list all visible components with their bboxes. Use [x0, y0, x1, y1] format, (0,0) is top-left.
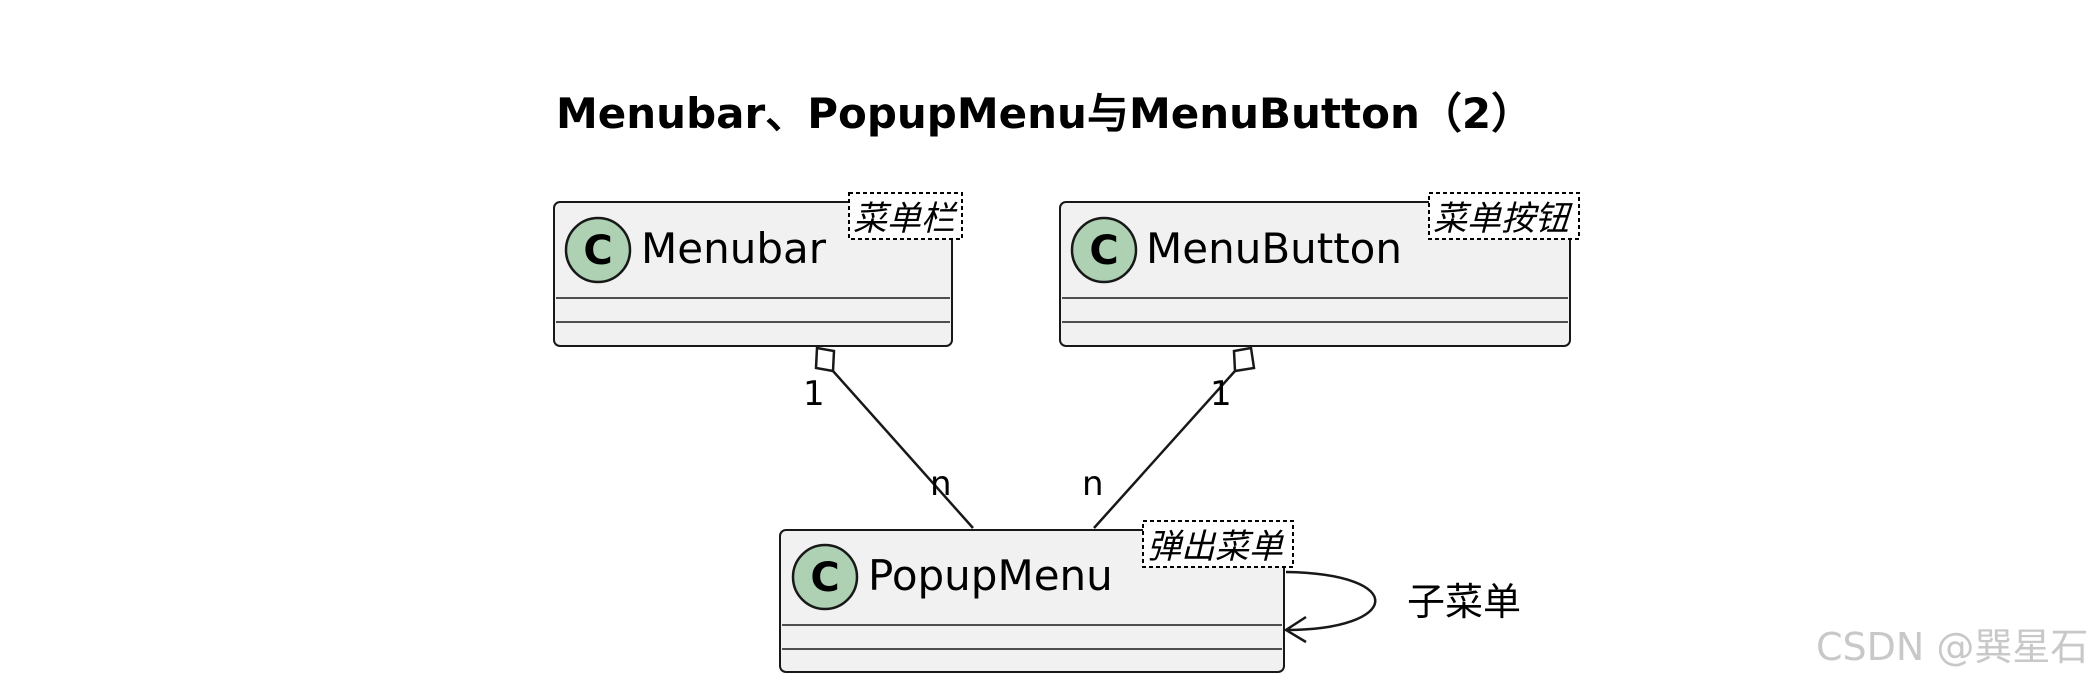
- class-menubutton-stereotype: 菜单按钮: [1433, 199, 1573, 239]
- watermark: CSDN @巽星石: [1816, 625, 2088, 669]
- class-icon: C: [1070, 216, 1138, 284]
- self-association-line: [1285, 570, 1377, 632]
- class-icon: C: [564, 216, 632, 284]
- aggregation-menubutton-popupmenu: 1 n: [1082, 346, 1256, 529]
- edge-line: [832, 370, 974, 529]
- multiplicity-menubutton: 1: [1210, 374, 1232, 414]
- aggregation-diamond: [814, 346, 836, 373]
- class-menubar-name: Menubar: [641, 224, 827, 273]
- stereotype-tag: [848, 192, 963, 240]
- edge-line: [1093, 370, 1236, 529]
- svg-text:C: C: [810, 555, 839, 601]
- svg-text:C: C: [1089, 228, 1118, 274]
- svg-text:C: C: [583, 228, 612, 274]
- multiplicity-popupmenu-left: n: [930, 464, 952, 504]
- aggregation-menubar-popupmenu: 1 n: [803, 346, 974, 529]
- self-association-popupmenu: 子菜单: [1283, 570, 1521, 644]
- aggregation-diamond: [1232, 346, 1256, 373]
- class-popupmenu-name: PopupMenu: [868, 551, 1113, 600]
- diagram-title: Menubar、PopupMenu与MenuButton（2）: [556, 89, 1533, 138]
- multiplicity-popupmenu-right: n: [1082, 464, 1104, 504]
- stereotype-tag: [1428, 192, 1580, 240]
- class-menubar: C Menubar 菜单栏: [553, 192, 963, 347]
- arrowhead-icon: [1283, 615, 1307, 644]
- multiplicity-menubar: 1: [803, 374, 825, 414]
- class-menubutton: C MenuButton 菜单按钮: [1059, 192, 1580, 347]
- class-menubutton-name: MenuButton: [1146, 224, 1402, 273]
- class-menubar-stereotype: 菜单栏: [853, 199, 958, 239]
- stereotype-tag: [1142, 520, 1294, 568]
- class-popupmenu-stereotype: 弹出菜单: [1147, 527, 1284, 567]
- class-icon: C: [791, 543, 859, 611]
- self-association-label: 子菜单: [1407, 580, 1521, 624]
- class-popupmenu: C PopupMenu 弹出菜单: [779, 520, 1294, 673]
